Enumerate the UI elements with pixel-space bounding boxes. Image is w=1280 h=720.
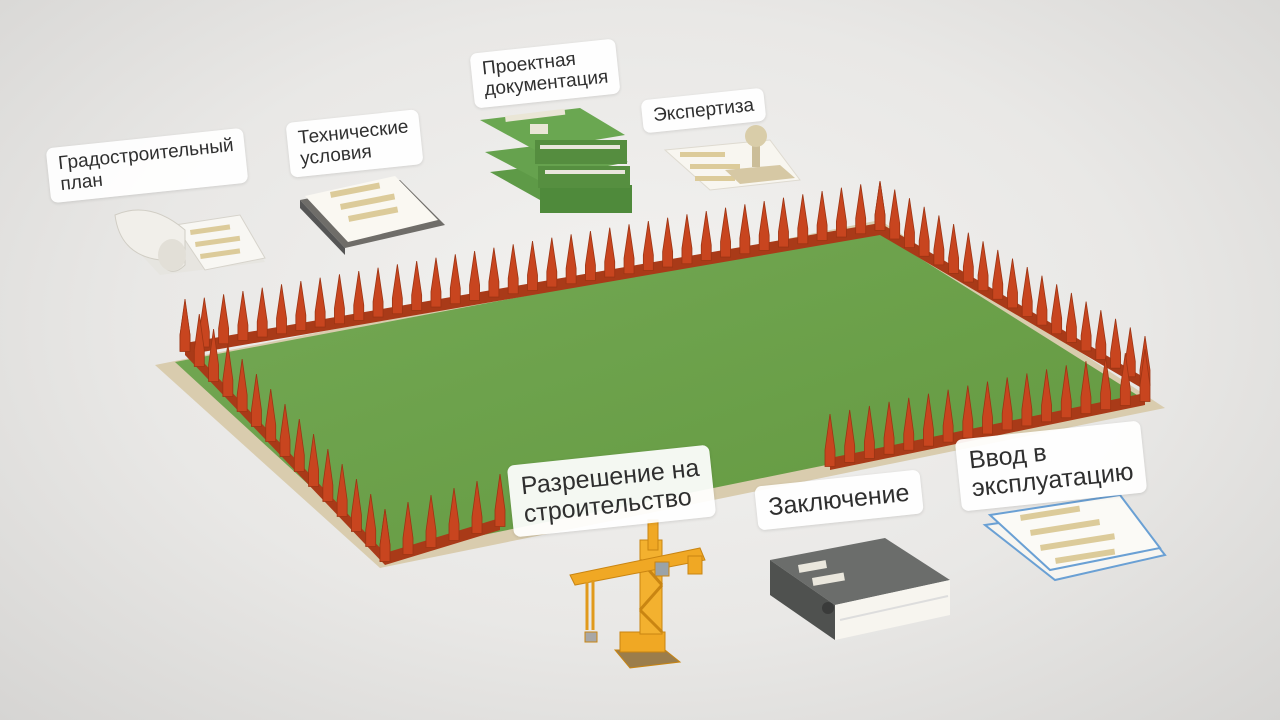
fence-picket bbox=[293, 418, 305, 472]
fence-picket bbox=[1065, 292, 1077, 343]
fence-picket bbox=[1060, 365, 1072, 419]
fence-picket bbox=[218, 294, 230, 345]
fence-picket bbox=[314, 277, 326, 328]
fence-picket bbox=[546, 237, 558, 288]
fence-picket bbox=[430, 257, 442, 308]
documents-icon bbox=[982, 493, 1167, 582]
fence-picket bbox=[372, 267, 384, 318]
fence-picket bbox=[251, 373, 262, 427]
fence-picket bbox=[208, 328, 219, 382]
fence-picket bbox=[942, 389, 954, 443]
fence-picket bbox=[1051, 284, 1063, 335]
fence-picket bbox=[992, 249, 1004, 300]
fence-picket bbox=[824, 413, 836, 467]
fence-picket bbox=[379, 508, 391, 562]
fence-picket bbox=[507, 244, 519, 295]
fence-picket bbox=[469, 250, 480, 301]
fence-picket bbox=[179, 298, 191, 352]
fence-picket bbox=[948, 223, 960, 274]
fence-picket bbox=[918, 206, 930, 257]
fence-picket bbox=[1001, 377, 1013, 431]
fence-picket bbox=[295, 280, 307, 331]
fence-picket bbox=[222, 343, 234, 397]
fence-picket bbox=[923, 393, 934, 447]
fence-picket bbox=[739, 204, 751, 255]
fence-picket bbox=[425, 494, 437, 548]
fence-picket bbox=[1007, 258, 1018, 309]
rolled-plan-icon bbox=[114, 209, 266, 275]
fence-picket bbox=[1021, 267, 1033, 317]
fence-picket bbox=[844, 409, 856, 463]
fence-picket bbox=[565, 234, 577, 285]
fence-picket bbox=[1021, 373, 1033, 427]
fence-picket bbox=[527, 240, 538, 291]
fence-picket bbox=[662, 217, 674, 268]
fence-picket bbox=[863, 405, 875, 459]
fence-picket bbox=[883, 401, 895, 455]
binder-icon bbox=[770, 538, 950, 640]
fence-picket bbox=[778, 197, 789, 248]
fence-picket bbox=[700, 210, 712, 261]
fence-picket bbox=[1139, 348, 1151, 402]
fence-picket bbox=[642, 220, 654, 271]
fence-picket bbox=[1095, 310, 1107, 360]
fence bbox=[179, 180, 1151, 565]
fence-picket bbox=[1036, 275, 1048, 326]
fence-picket bbox=[933, 215, 945, 266]
fence-picket bbox=[448, 487, 460, 541]
fence-picket bbox=[874, 180, 886, 231]
fence-picket bbox=[279, 403, 291, 457]
fence-picket bbox=[237, 290, 249, 341]
fence-picket bbox=[720, 207, 731, 258]
fence-picket bbox=[494, 473, 506, 527]
fence-picket bbox=[391, 264, 403, 315]
fence-picket bbox=[758, 200, 770, 251]
fence-picket bbox=[336, 463, 348, 517]
fence-picket bbox=[308, 433, 319, 487]
fence-picket bbox=[256, 287, 268, 338]
fence-picket bbox=[471, 480, 483, 534]
fence-picket bbox=[276, 284, 287, 335]
fence-picket bbox=[903, 397, 915, 451]
fence-picket bbox=[322, 448, 334, 502]
fence-picket bbox=[797, 194, 809, 245]
fence-picket bbox=[365, 493, 377, 547]
stamp-icon bbox=[663, 125, 801, 191]
fence-picket bbox=[449, 254, 461, 305]
fence-picket bbox=[1110, 318, 1121, 369]
fence-picket bbox=[904, 198, 915, 249]
fence-picket bbox=[835, 187, 847, 238]
fence-picket bbox=[1041, 369, 1052, 423]
fence-picket bbox=[1119, 353, 1131, 406]
fence-picket bbox=[816, 190, 828, 241]
fence-picket bbox=[351, 478, 362, 532]
fence-picket bbox=[265, 388, 277, 442]
fence-rail bbox=[385, 518, 500, 565]
fence-picket bbox=[889, 189, 901, 240]
fence-picket bbox=[604, 227, 616, 278]
fence-picket bbox=[982, 381, 993, 435]
fence-picket bbox=[855, 184, 867, 235]
fence-picket bbox=[193, 313, 205, 367]
fence-picket bbox=[1080, 301, 1092, 352]
fence-picket bbox=[402, 501, 414, 555]
fence-picket bbox=[1100, 357, 1112, 411]
fence-picket bbox=[334, 274, 345, 325]
fence-picket bbox=[1080, 361, 1092, 415]
fence-picket bbox=[236, 358, 248, 412]
fence-picket bbox=[962, 385, 974, 439]
land-plot bbox=[155, 220, 1165, 568]
fence-picket bbox=[977, 241, 989, 292]
fence-picket bbox=[623, 224, 635, 275]
fence-picket bbox=[962, 232, 974, 283]
books-stack-icon bbox=[480, 108, 632, 213]
fence-picket bbox=[681, 214, 693, 265]
fence-picket bbox=[353, 270, 365, 321]
crane-icon bbox=[569, 519, 706, 669]
tech-book-icon bbox=[300, 176, 445, 255]
fence-picket bbox=[585, 230, 596, 281]
fence-picket bbox=[411, 260, 423, 311]
fence-picket bbox=[488, 247, 500, 298]
